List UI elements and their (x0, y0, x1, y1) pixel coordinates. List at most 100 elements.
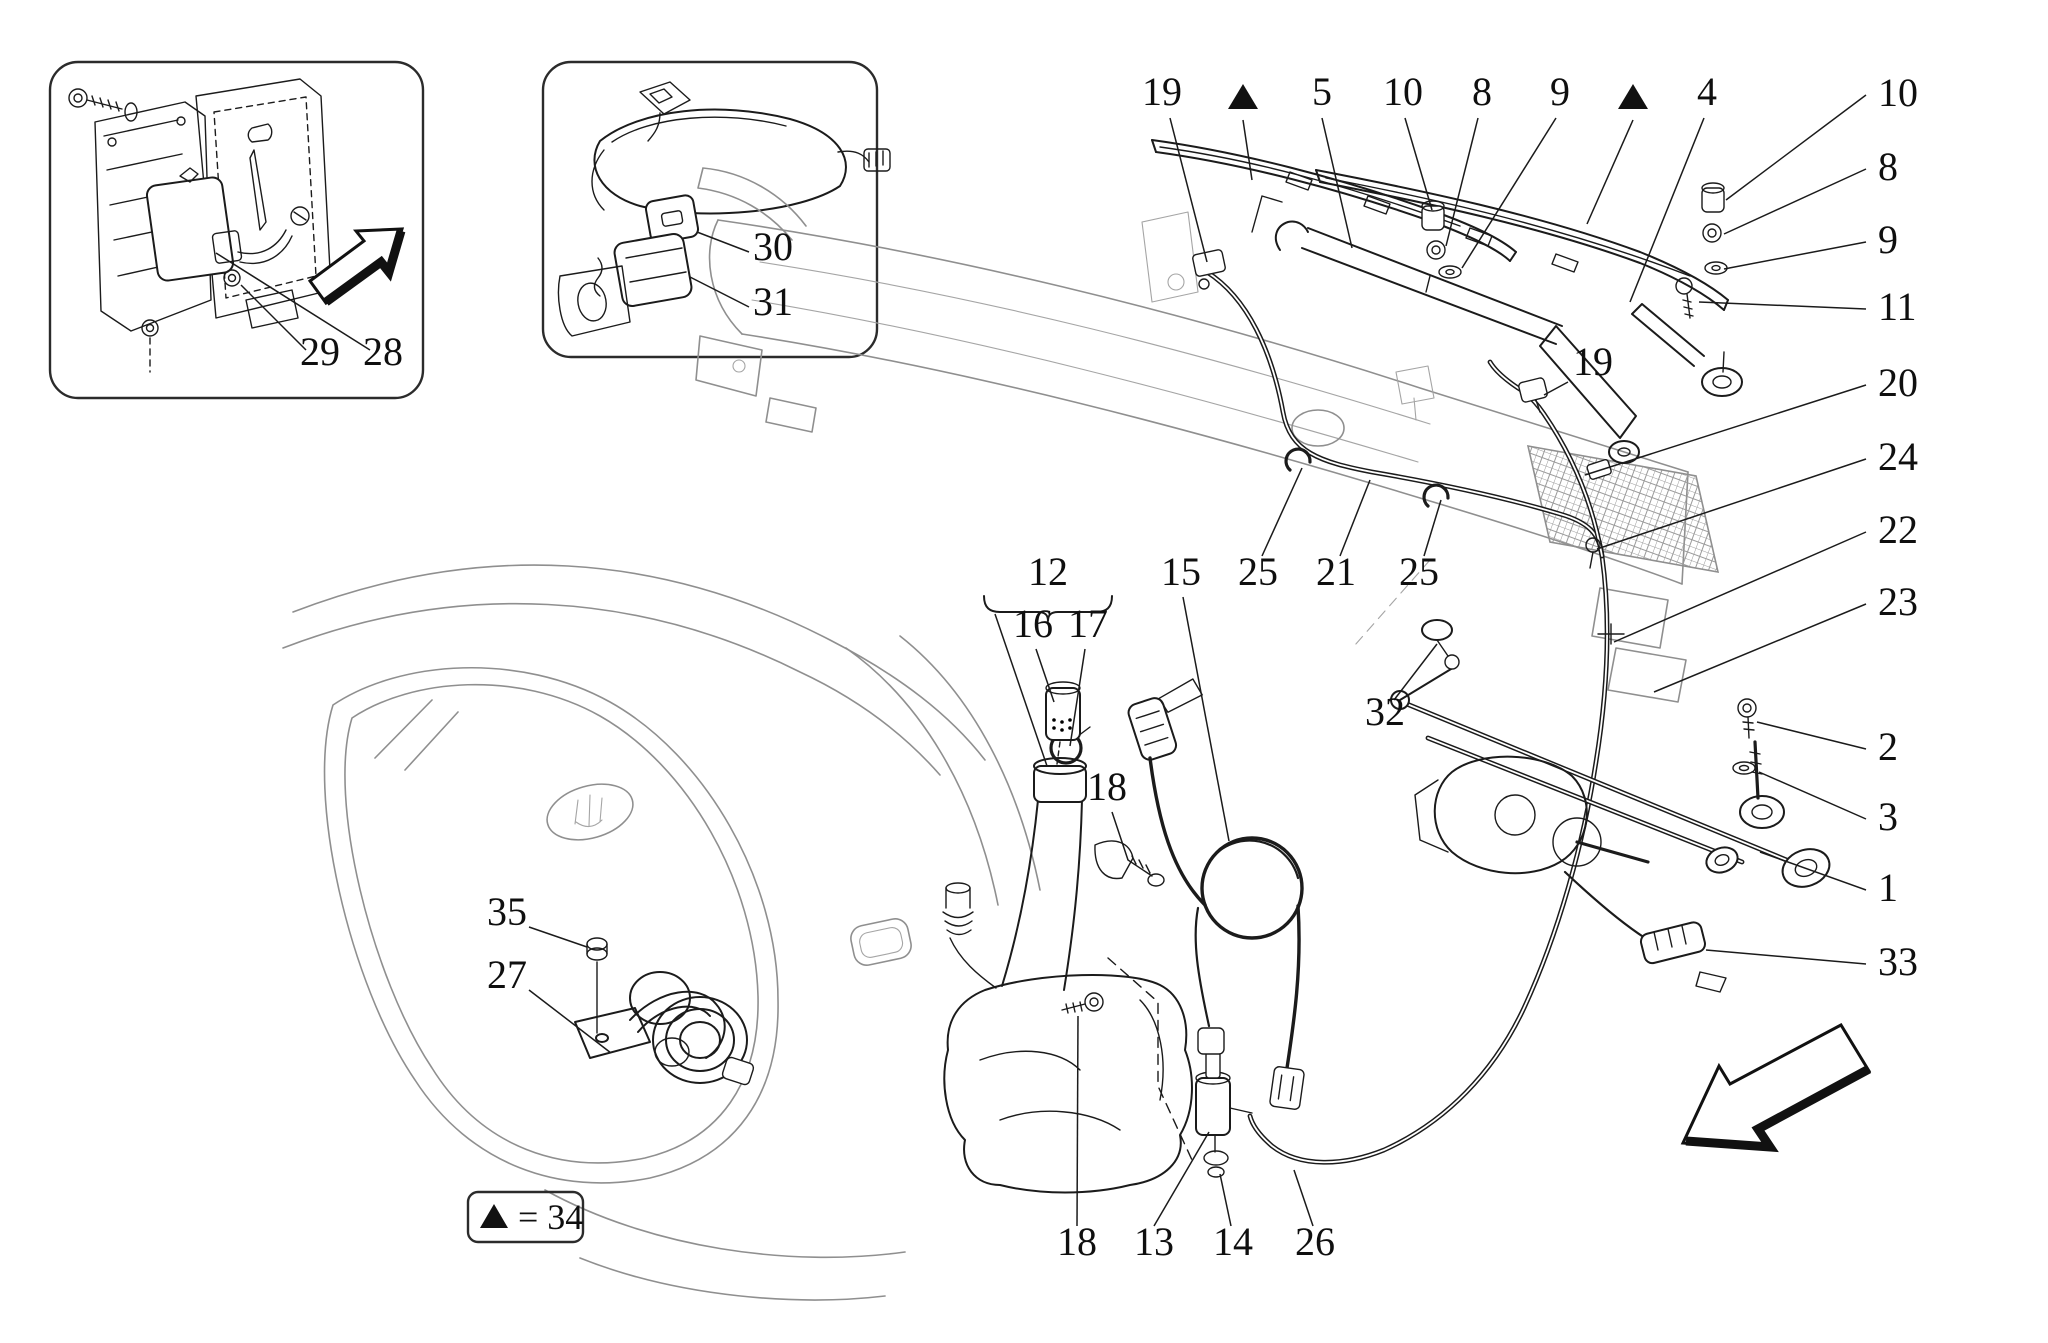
filler-cap-16 (1045, 681, 1081, 765)
leader-1 (1759, 851, 1867, 891)
washer-3 (1732, 761, 1756, 775)
callout-23: 23 (1878, 579, 1918, 624)
inset-mirror-box (541, 60, 891, 359)
callout-10-left: 10 (1383, 69, 1423, 114)
horn-assembly (574, 937, 755, 1086)
callout-19-mid: 19 (1573, 339, 1613, 384)
stud-24 (1585, 537, 1601, 569)
washer-pump-13 (1194, 906, 1253, 1136)
leader-18-upper (1111, 811, 1129, 861)
callout-14: 14 (1213, 1219, 1253, 1264)
callout-25-a: 25 (1238, 549, 1278, 594)
wiper-motor-linkage (1390, 619, 1831, 993)
leader-25-a (1261, 467, 1303, 557)
leader-tri-blade1 (1242, 119, 1253, 181)
triangle-icon (480, 1204, 508, 1228)
callout-9-left: 9 (1550, 69, 1570, 114)
leader-22 (1613, 531, 1867, 643)
wiper-blades (1151, 139, 1743, 464)
harness-loop (1200, 836, 1304, 940)
leader-19-top (1169, 117, 1208, 263)
callout-30: 30 (753, 224, 793, 269)
callout-17: 17 (1068, 601, 1108, 646)
inset-ecu-box (48, 60, 425, 400)
ecu-module (145, 167, 293, 282)
washer-hose (1192, 249, 1625, 1165)
leader-26 (1293, 1169, 1314, 1227)
inset-direction-arrow (307, 227, 406, 306)
wiper-arm-5 (1251, 195, 1640, 464)
cowl-assembly (695, 167, 1720, 703)
hose-fitting-20 (1586, 459, 1612, 480)
callout-18-lower: 18 (1057, 1219, 1097, 1264)
horn-body (629, 971, 755, 1086)
callout-11: 11 (1878, 284, 1917, 329)
leader-28 (215, 252, 371, 351)
callout-8-right: 8 (1878, 144, 1898, 189)
leader-10-right (1725, 94, 1867, 201)
inset-ecu-frame (48, 60, 425, 400)
callout-1: 1 (1878, 865, 1898, 910)
grommet-14 (1203, 1135, 1229, 1178)
leader-10-left (1404, 117, 1433, 211)
leader-27 (528, 989, 612, 1054)
hose-clip-25b (1422, 483, 1450, 508)
callout-tri-blade1 (1228, 84, 1258, 109)
callout-16: 16 (1013, 601, 1053, 646)
callout-20: 20 (1878, 360, 1918, 405)
callout-27: 27 (487, 952, 527, 997)
rain-sensor (557, 194, 700, 337)
cowl-mesh-grille (1526, 444, 1720, 574)
leader-13 (1153, 1131, 1210, 1227)
callout-3: 3 (1878, 794, 1898, 839)
callout-21: 21 (1316, 549, 1356, 594)
leader-20 (1584, 384, 1867, 476)
hose-clip-19a (1192, 249, 1226, 290)
callout-31: 31 (753, 279, 793, 324)
grommet-32 (1421, 619, 1453, 657)
wiper-motor (1414, 755, 1650, 875)
callout-28: 28 (363, 329, 403, 374)
leader-5 (1321, 117, 1353, 249)
callout-33: 33 (1878, 939, 1918, 984)
wiper-arm-4 (1631, 303, 1743, 397)
wiper-blade-2 (1315, 169, 1729, 311)
leader-35 (528, 926, 588, 948)
leader-33 (1705, 949, 1867, 965)
pivot-hardware-right (1675, 182, 1728, 319)
leader-19-mid (1543, 381, 1569, 396)
callout-25-b: 25 (1399, 549, 1439, 594)
leader-30 (696, 231, 750, 253)
leader-25-b (1423, 499, 1442, 557)
bolt-2 (1737, 698, 1757, 739)
direction-arrow-main (1680, 1023, 1872, 1153)
leader-23 (1653, 603, 1867, 693)
motor-connector-33 (1563, 870, 1727, 993)
washer-harness (1127, 678, 1305, 1110)
front-fascia (282, 564, 1041, 1301)
ecu-nut-29 (223, 269, 241, 287)
callout-29: 29 (300, 329, 340, 374)
leader-8-left (1445, 117, 1479, 247)
horn-nut-35 (586, 937, 608, 961)
leader-24 (1596, 458, 1867, 550)
leader-9-right (1723, 241, 1867, 270)
callout-32: 32 (1365, 689, 1405, 734)
filler-neck (1001, 799, 1083, 991)
ecu-screws (68, 88, 241, 373)
leader-4 (1629, 117, 1705, 303)
neck-bracket-18 (1094, 840, 1165, 887)
harness-boot-connector (1127, 678, 1203, 761)
tank-bolt-18 (1061, 992, 1104, 1014)
leader-9-left (1461, 117, 1557, 269)
callout-2: 2 (1878, 724, 1898, 769)
callout-4: 4 (1697, 69, 1717, 114)
leader-17 (1069, 648, 1086, 747)
mirror-assembly (591, 81, 891, 215)
screw-11 (1675, 277, 1693, 295)
legend-box: = 34 (466, 1190, 585, 1244)
leader-29 (240, 284, 307, 351)
callout-8-left: 8 (1472, 69, 1492, 114)
